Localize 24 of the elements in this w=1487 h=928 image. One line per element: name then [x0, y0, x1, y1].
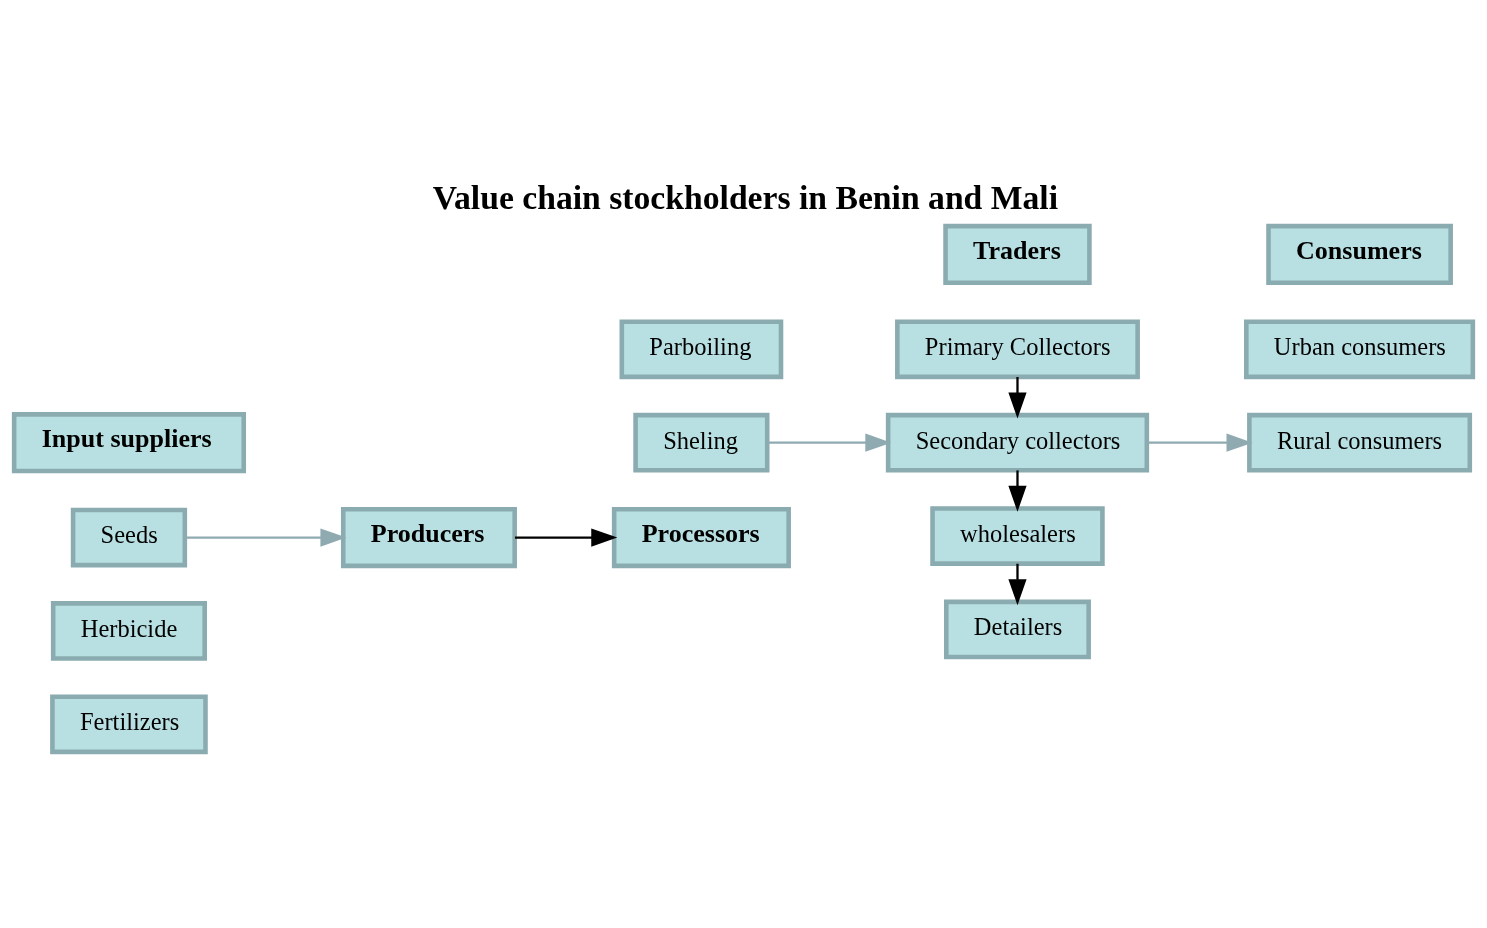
node-box: wholesalers — [930, 505, 1105, 566]
arrow — [1008, 469, 1027, 512]
arrow — [1147, 433, 1253, 452]
arrow — [1008, 376, 1027, 418]
node-box: Rural consumers — [1247, 412, 1473, 473]
node-box: Traders — [943, 223, 1092, 285]
node-box: Input suppliers — [11, 411, 247, 473]
arrow — [184, 527, 347, 547]
node-box: Fertilizers — [50, 693, 208, 754]
node-box: Parboiling — [619, 318, 784, 379]
node-box: Seeds — [70, 507, 188, 567]
diagram-title: Value chain stockholders in Benin and Mali — [432, 178, 1059, 216]
node-box: Herbicide — [50, 600, 207, 661]
node-box: Producers — [340, 506, 517, 568]
arrow — [1008, 563, 1027, 605]
node-box: Primary Collectors — [895, 318, 1140, 379]
node-box: Processors — [611, 506, 791, 568]
arrow — [515, 527, 618, 547]
node-box: Consumers — [1266, 223, 1453, 285]
node-box: Sheling — [633, 412, 770, 473]
node-box: Urban consumers — [1244, 318, 1476, 379]
node-box: Detailers — [944, 599, 1091, 659]
node-box: Secondary collectors — [885, 412, 1150, 473]
arrow — [767, 433, 892, 452]
